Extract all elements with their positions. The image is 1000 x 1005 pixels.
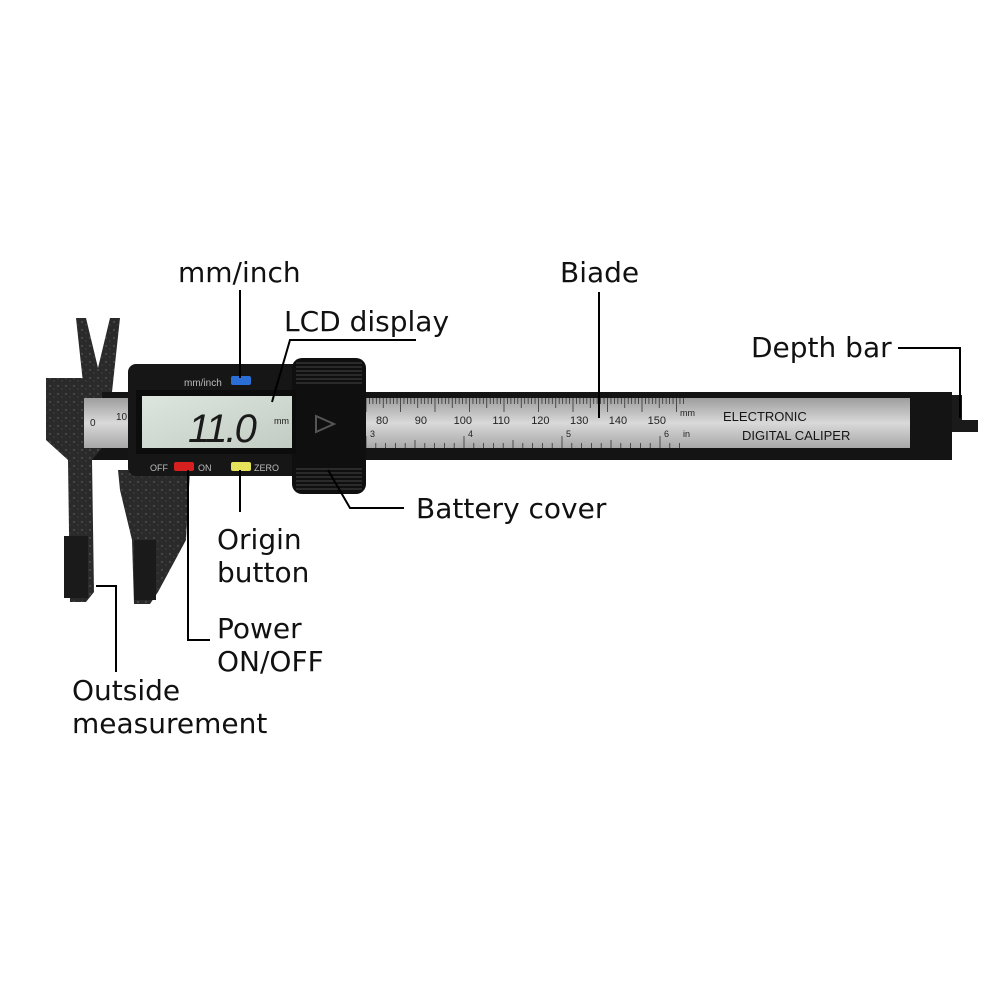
left-scale-ten: 10 <box>116 412 128 423</box>
left-scale-strip <box>84 398 130 448</box>
scale-unit-mm: mm <box>680 408 695 418</box>
callout-blade: Biade <box>560 256 639 289</box>
off-label: OFF <box>150 463 168 473</box>
brand-line-1: ELECTRONIC <box>723 409 807 424</box>
mm-scale-number: 120 <box>531 415 549 427</box>
lcd-unit: mm <box>274 416 289 426</box>
callout-lcd-display-text: LCD display <box>284 305 450 338</box>
inch-scale-numbers: 3 4 5 6 <box>370 429 669 439</box>
callout-mm-inch-text: mm/inch <box>178 256 301 289</box>
battery-cover-arrow <box>315 414 337 434</box>
mm-scale-number: 130 <box>570 415 588 427</box>
callout-depth-bar: Depth bar <box>751 331 892 364</box>
wheel-ridge <box>296 476 362 478</box>
callout-outside-line-1: Outside <box>72 674 181 707</box>
leader-power <box>187 470 210 641</box>
callout-power-line-2: ON/OFF <box>217 645 324 678</box>
wheel-ridge <box>296 484 362 486</box>
scale-ticks <box>365 398 684 412</box>
wheel-ridge <box>296 374 362 376</box>
callout-outside-measurement: Outside measurement <box>72 674 267 740</box>
callout-power-line-1: Power <box>217 612 302 645</box>
callout-origin-line-1: Origin <box>217 523 302 556</box>
wheel-ridge <box>296 378 362 380</box>
mm-scale-number: 80 <box>376 415 388 427</box>
leader-lines <box>96 290 961 672</box>
callout-origin-button: Origin button <box>217 523 309 589</box>
inch-scale-number: 5 <box>566 429 571 439</box>
wheel-ridge <box>296 362 362 364</box>
wheel-ridge <box>296 366 362 368</box>
callout-lcd-display: LCD display <box>284 305 449 338</box>
inch-scale-number: 3 <box>370 429 375 439</box>
leader-battery-cover <box>327 469 404 509</box>
wheel-ridge <box>296 488 362 490</box>
mm-scale-number: 90 <box>415 415 427 427</box>
mm-scale-number: 100 <box>454 415 472 427</box>
mm-scale-number: 110 <box>492 415 510 427</box>
mm-scale-number: 140 <box>609 415 627 427</box>
leader-outside <box>96 585 117 672</box>
callout-mm-inch: mm/inch <box>178 256 301 289</box>
unit-button-label: mm/inch <box>184 378 222 389</box>
callout-battery-cover-text: Battery cover <box>416 492 607 525</box>
mm-scale-numbers: 80 90 100 110 120 130 140 150 <box>376 415 666 427</box>
fixed-jaw-edge <box>64 536 88 598</box>
left-scale-zero: 0 <box>90 418 96 429</box>
wheel-ridge <box>296 468 362 470</box>
lcd-screen <box>142 396 292 448</box>
on-label: ON <box>198 463 212 473</box>
zero-button[interactable] <box>231 462 251 471</box>
wheel-ridge <box>296 382 362 384</box>
callout-origin-line-2: button <box>217 556 310 589</box>
leader-lcd-display <box>271 339 416 403</box>
wheel-ridge <box>296 370 362 372</box>
zero-label: ZERO <box>254 463 279 473</box>
power-button[interactable] <box>174 462 194 471</box>
inch-scale-number: 4 <box>468 429 473 439</box>
scale-unit-in: in <box>683 429 690 439</box>
mm-scale-number: 150 <box>648 415 666 427</box>
unit-toggle-button[interactable] <box>231 376 251 385</box>
callout-blade-text: Biade <box>560 256 640 289</box>
callout-outside-line-2: measurement <box>72 707 268 740</box>
sliding-jaw-edge <box>134 540 156 600</box>
callout-power: Power ON/OFF <box>217 612 324 678</box>
lcd-reading: 11.0 <box>188 407 257 451</box>
inch-scale-number: 6 <box>664 429 669 439</box>
callout-depth-bar-text: Depth bar <box>751 331 892 364</box>
brand-line-2: DIGITAL CALIPER <box>742 428 850 443</box>
wheel-ridge <box>296 480 362 482</box>
callout-battery-cover: Battery cover <box>416 492 606 525</box>
leader-depth-bar <box>898 347 961 418</box>
fixed-jaw <box>46 318 120 602</box>
